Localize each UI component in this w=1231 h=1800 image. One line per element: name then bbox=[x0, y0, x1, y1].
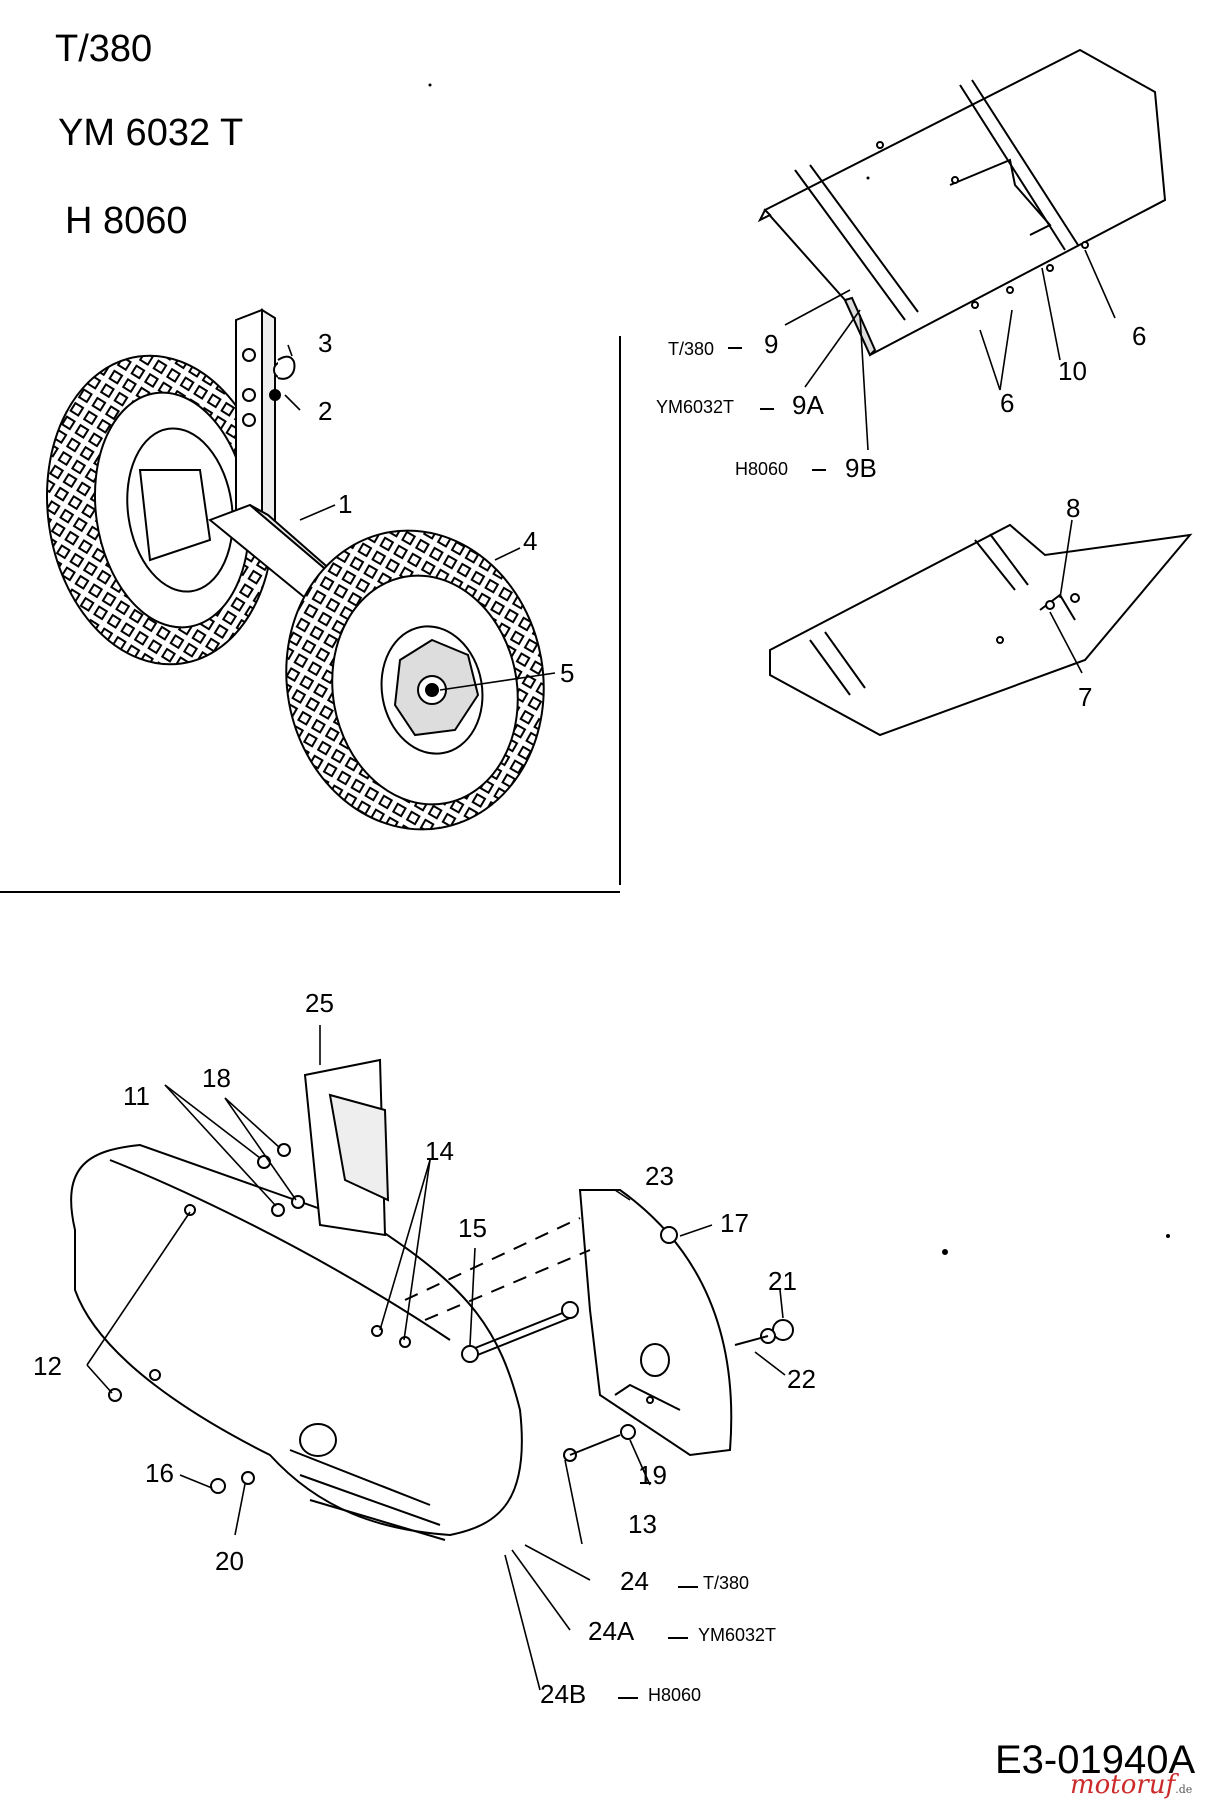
document-number: E3-01940A bbox=[995, 1738, 1196, 1782]
callout-10: 10 bbox=[1058, 356, 1087, 386]
rear-deflector-shield bbox=[769, 523, 1193, 737]
callout-24b: 24B bbox=[540, 1679, 586, 1709]
variant-label-24: T/380 bbox=[703, 1573, 749, 1593]
callout-4: 4 bbox=[523, 526, 537, 556]
callout-6-right: 6 bbox=[1132, 321, 1146, 351]
callout-12: 12 bbox=[33, 1351, 62, 1381]
model-label-t380: T/380 bbox=[55, 28, 153, 70]
callout-18: 18 bbox=[202, 1063, 231, 1093]
fastener-hardware bbox=[108, 1143, 794, 1494]
leader-lines bbox=[86, 249, 1116, 1691]
callout-24a: 24A bbox=[588, 1616, 635, 1646]
front-wheel bbox=[285, 529, 545, 831]
variant-label-9b: H8060 bbox=[735, 459, 788, 479]
belt-cover bbox=[70, 1143, 523, 1541]
hitch-pin bbox=[269, 355, 296, 401]
callout-2: 2 bbox=[318, 396, 332, 426]
callout-14: 14 bbox=[425, 1136, 454, 1166]
callout-17: 17 bbox=[720, 1208, 749, 1238]
callout-15: 15 bbox=[458, 1213, 487, 1243]
callout-21: 21 bbox=[768, 1266, 797, 1296]
callout-3: 3 bbox=[318, 328, 332, 358]
tine-shield-cover bbox=[757, 48, 1167, 357]
callout-16: 16 bbox=[145, 1458, 174, 1488]
callout-20: 20 bbox=[215, 1546, 244, 1576]
callout-9b: 9B bbox=[845, 453, 877, 483]
belt-guard-plate bbox=[578, 1189, 733, 1457]
inner-shield-plate bbox=[303, 1058, 390, 1237]
section-divider bbox=[0, 336, 621, 893]
callout-6-left: 6 bbox=[1000, 388, 1014, 418]
model-label-h8060: H 8060 bbox=[65, 200, 188, 242]
callout-11: 11 bbox=[123, 1081, 150, 1111]
callout-5: 5 bbox=[560, 658, 574, 688]
callout-1: 1 bbox=[338, 489, 352, 519]
variant-labels: T/380 YM6032T H8060 T/380 YM6032T H8060 bbox=[618, 339, 826, 1705]
callout-13: 13 bbox=[628, 1509, 657, 1539]
scan-specks bbox=[428, 83, 1170, 1255]
model-label-ym6032t: YM 6032 T bbox=[58, 112, 244, 154]
watermark-logo: motoruf.de bbox=[1070, 1770, 1193, 1800]
variant-label-9a: YM6032T bbox=[656, 397, 734, 417]
assembly-guide-lines bbox=[404, 1217, 591, 1321]
rear-wheel bbox=[46, 354, 274, 666]
callout-23: 23 bbox=[645, 1161, 674, 1191]
variant-label-9: T/380 bbox=[668, 339, 714, 359]
callout-9: 9 bbox=[764, 329, 778, 359]
callout-24: 24 bbox=[620, 1566, 649, 1596]
callout-7: 7 bbox=[1078, 682, 1092, 712]
variant-label-24a: YM6032T bbox=[698, 1625, 776, 1645]
callout-19: 19 bbox=[638, 1460, 667, 1490]
callout-25: 25 bbox=[305, 988, 334, 1018]
callout-22: 22 bbox=[787, 1364, 816, 1394]
variant-label-24b: H8060 bbox=[648, 1685, 701, 1705]
callout-9a: 9A bbox=[792, 390, 824, 420]
callout-8: 8 bbox=[1066, 493, 1080, 523]
callout-labels: 1 2 3 4 5 6 6 7 8 9 9A 9B 10 11 12 13 14… bbox=[33, 321, 1146, 1709]
